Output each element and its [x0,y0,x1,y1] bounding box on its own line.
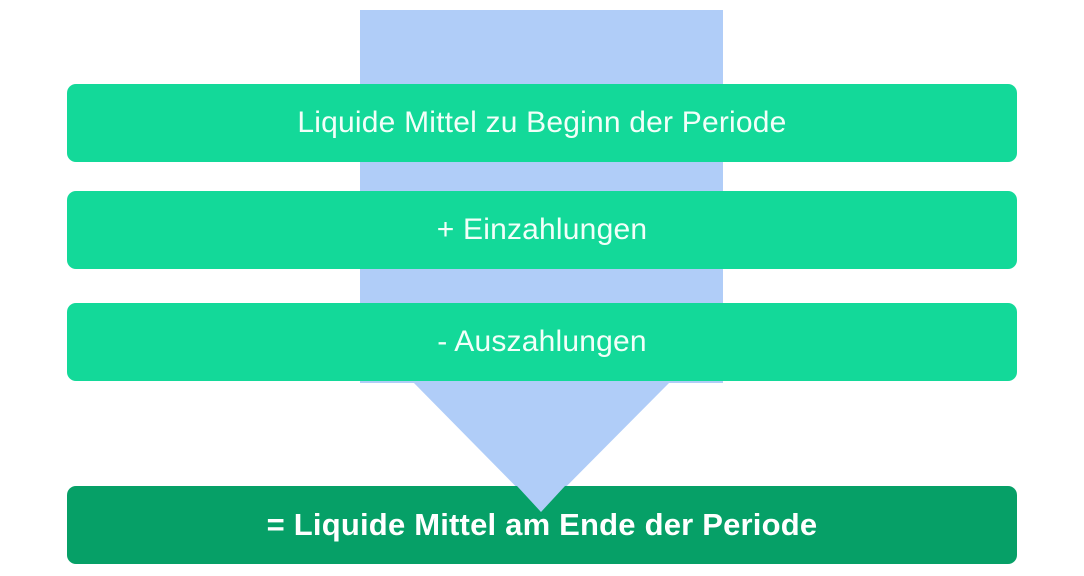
step-box-outflows: - Auszahlungen [67,303,1017,381]
step-label: + Einzahlungen [436,213,648,246]
step-label: Liquide Mittel zu Beginn der Periode [297,106,787,139]
step-box-inflows: + Einzahlungen [67,191,1017,269]
step-box-opening-cash: Liquide Mittel zu Beginn der Periode [67,84,1017,162]
result-box-closing-cash: = Liquide Mittel am Ende der Periode [67,486,1017,564]
result-label: = Liquide Mittel am Ende der Periode [266,507,818,542]
step-label: - Auszahlungen [437,325,647,358]
